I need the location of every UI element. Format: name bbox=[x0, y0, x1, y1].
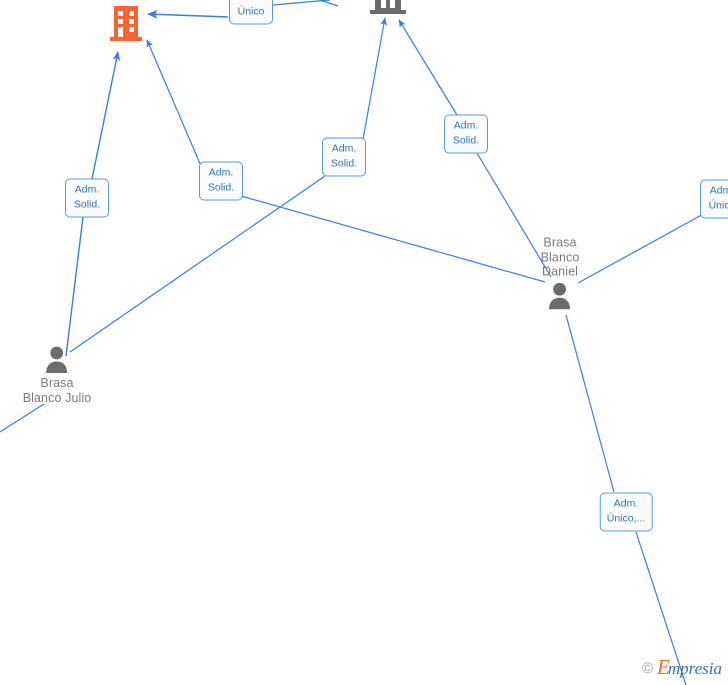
person-icon bbox=[545, 281, 575, 311]
node-person-julio[interactable]: Brasa Blanco Julio bbox=[23, 345, 92, 405]
node-company-main[interactable] bbox=[109, 4, 143, 44]
edge-daniel-to-offscreen-bottom-tail bbox=[635, 531, 687, 685]
brand-logo-text: Empresia bbox=[657, 655, 722, 679]
bank-institution-icon bbox=[369, 0, 407, 18]
edge-daniel-to-company bbox=[240, 195, 546, 283]
empresia-watermark: © Empresia bbox=[641, 655, 722, 679]
edge-daniel-to-company-head bbox=[146, 39, 202, 167]
edge-label-julio-institution[interactable]: Adm. Solid. bbox=[322, 137, 366, 177]
edge-julio-to-institution-head bbox=[361, 17, 388, 146]
edge-daniel-to-offscreen-bottom bbox=[565, 314, 615, 493]
node-label-person-daniel: Brasa Blanco Daniel bbox=[540, 235, 580, 279]
node-person-daniel[interactable]: Brasa Blanco Daniel bbox=[541, 235, 580, 311]
edge-socio-unico-to-company bbox=[147, 9, 229, 19]
edge-julio-to-company-head bbox=[91, 51, 121, 180]
edge-label-julio-company[interactable]: Adm. Solid. bbox=[65, 178, 109, 218]
edge-label-socio-unico[interactable]: Socio Único bbox=[229, 0, 273, 25]
edge-label-daniel-company[interactable]: Adm. Solid. bbox=[199, 161, 243, 201]
edge-label-daniel-institution[interactable]: Adm. Solid. bbox=[444, 114, 488, 154]
edge-daniel-to-offscreen-right bbox=[577, 211, 708, 284]
edge-label-daniel-offscreen-right[interactable]: Adm. Único bbox=[700, 179, 728, 219]
brand-initial: E bbox=[657, 655, 670, 679]
edge-julio-to-institution bbox=[69, 175, 326, 353]
node-label-person-julio: Brasa Blanco Julio bbox=[22, 376, 92, 405]
edge-daniel-to-institution-head bbox=[398, 19, 458, 116]
person-icon bbox=[42, 345, 72, 375]
node-institution-top[interactable] bbox=[369, 0, 407, 18]
copyright-symbol: © bbox=[641, 660, 654, 677]
edge-label-daniel-offscreen-bottom[interactable]: Adm. Único,... bbox=[599, 492, 653, 532]
edge-julio-to-company bbox=[65, 216, 84, 357]
brand-name: mpresia bbox=[667, 659, 722, 678]
edge-top-fragment-a bbox=[319, 0, 339, 7]
edge-daniel-to-institution bbox=[476, 152, 552, 278]
office-building-icon bbox=[109, 4, 143, 44]
edge-offscreen-left-fragment bbox=[0, 403, 45, 433]
